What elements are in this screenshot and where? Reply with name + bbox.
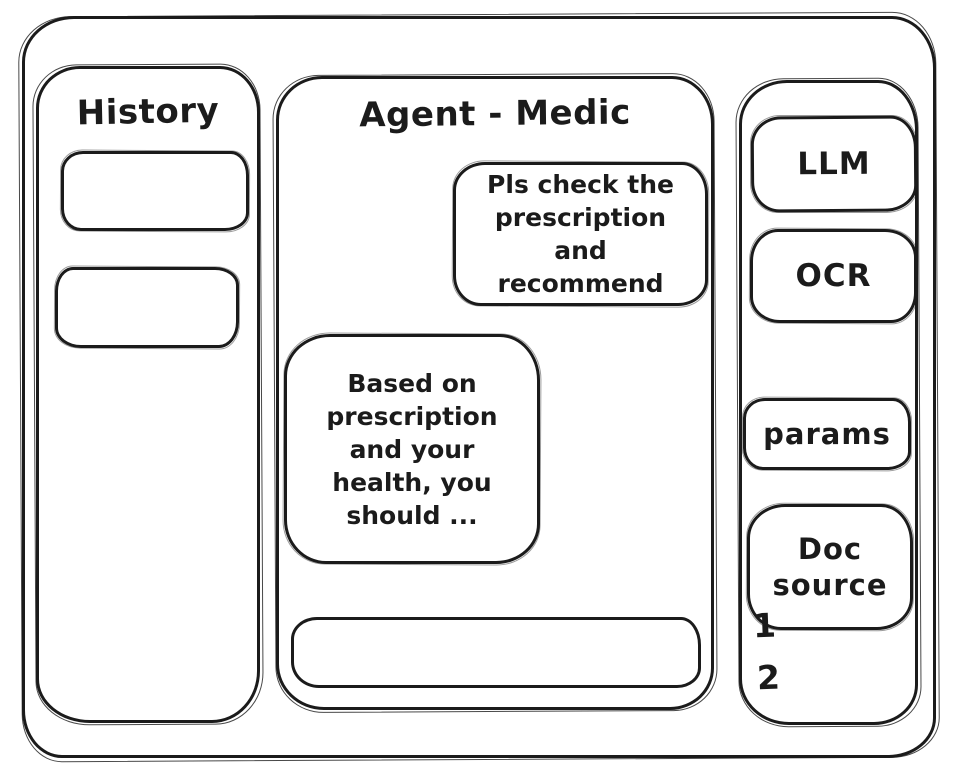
history-title: History <box>76 90 220 134</box>
doc-source-item-2[interactable]: 2 <box>756 657 781 698</box>
assistant-message-bubble: Based on prescription and your health, y… <box>284 334 540 564</box>
chat-input[interactable] <box>291 617 701 688</box>
chat-title: Agent - Medic <box>359 92 631 136</box>
ocr-button[interactable]: OCR <box>750 229 917 323</box>
doc-source-button[interactable]: Doc source <box>747 504 913 630</box>
params-button[interactable]: params <box>743 398 911 470</box>
history-item[interactable] <box>55 267 239 348</box>
doc-source-item-1[interactable]: 1 <box>752 605 777 646</box>
history-item[interactable] <box>61 151 249 231</box>
user-message-bubble: Pls check the prescription and recommend <box>453 162 708 306</box>
llm-button[interactable]: LLM <box>750 115 918 213</box>
